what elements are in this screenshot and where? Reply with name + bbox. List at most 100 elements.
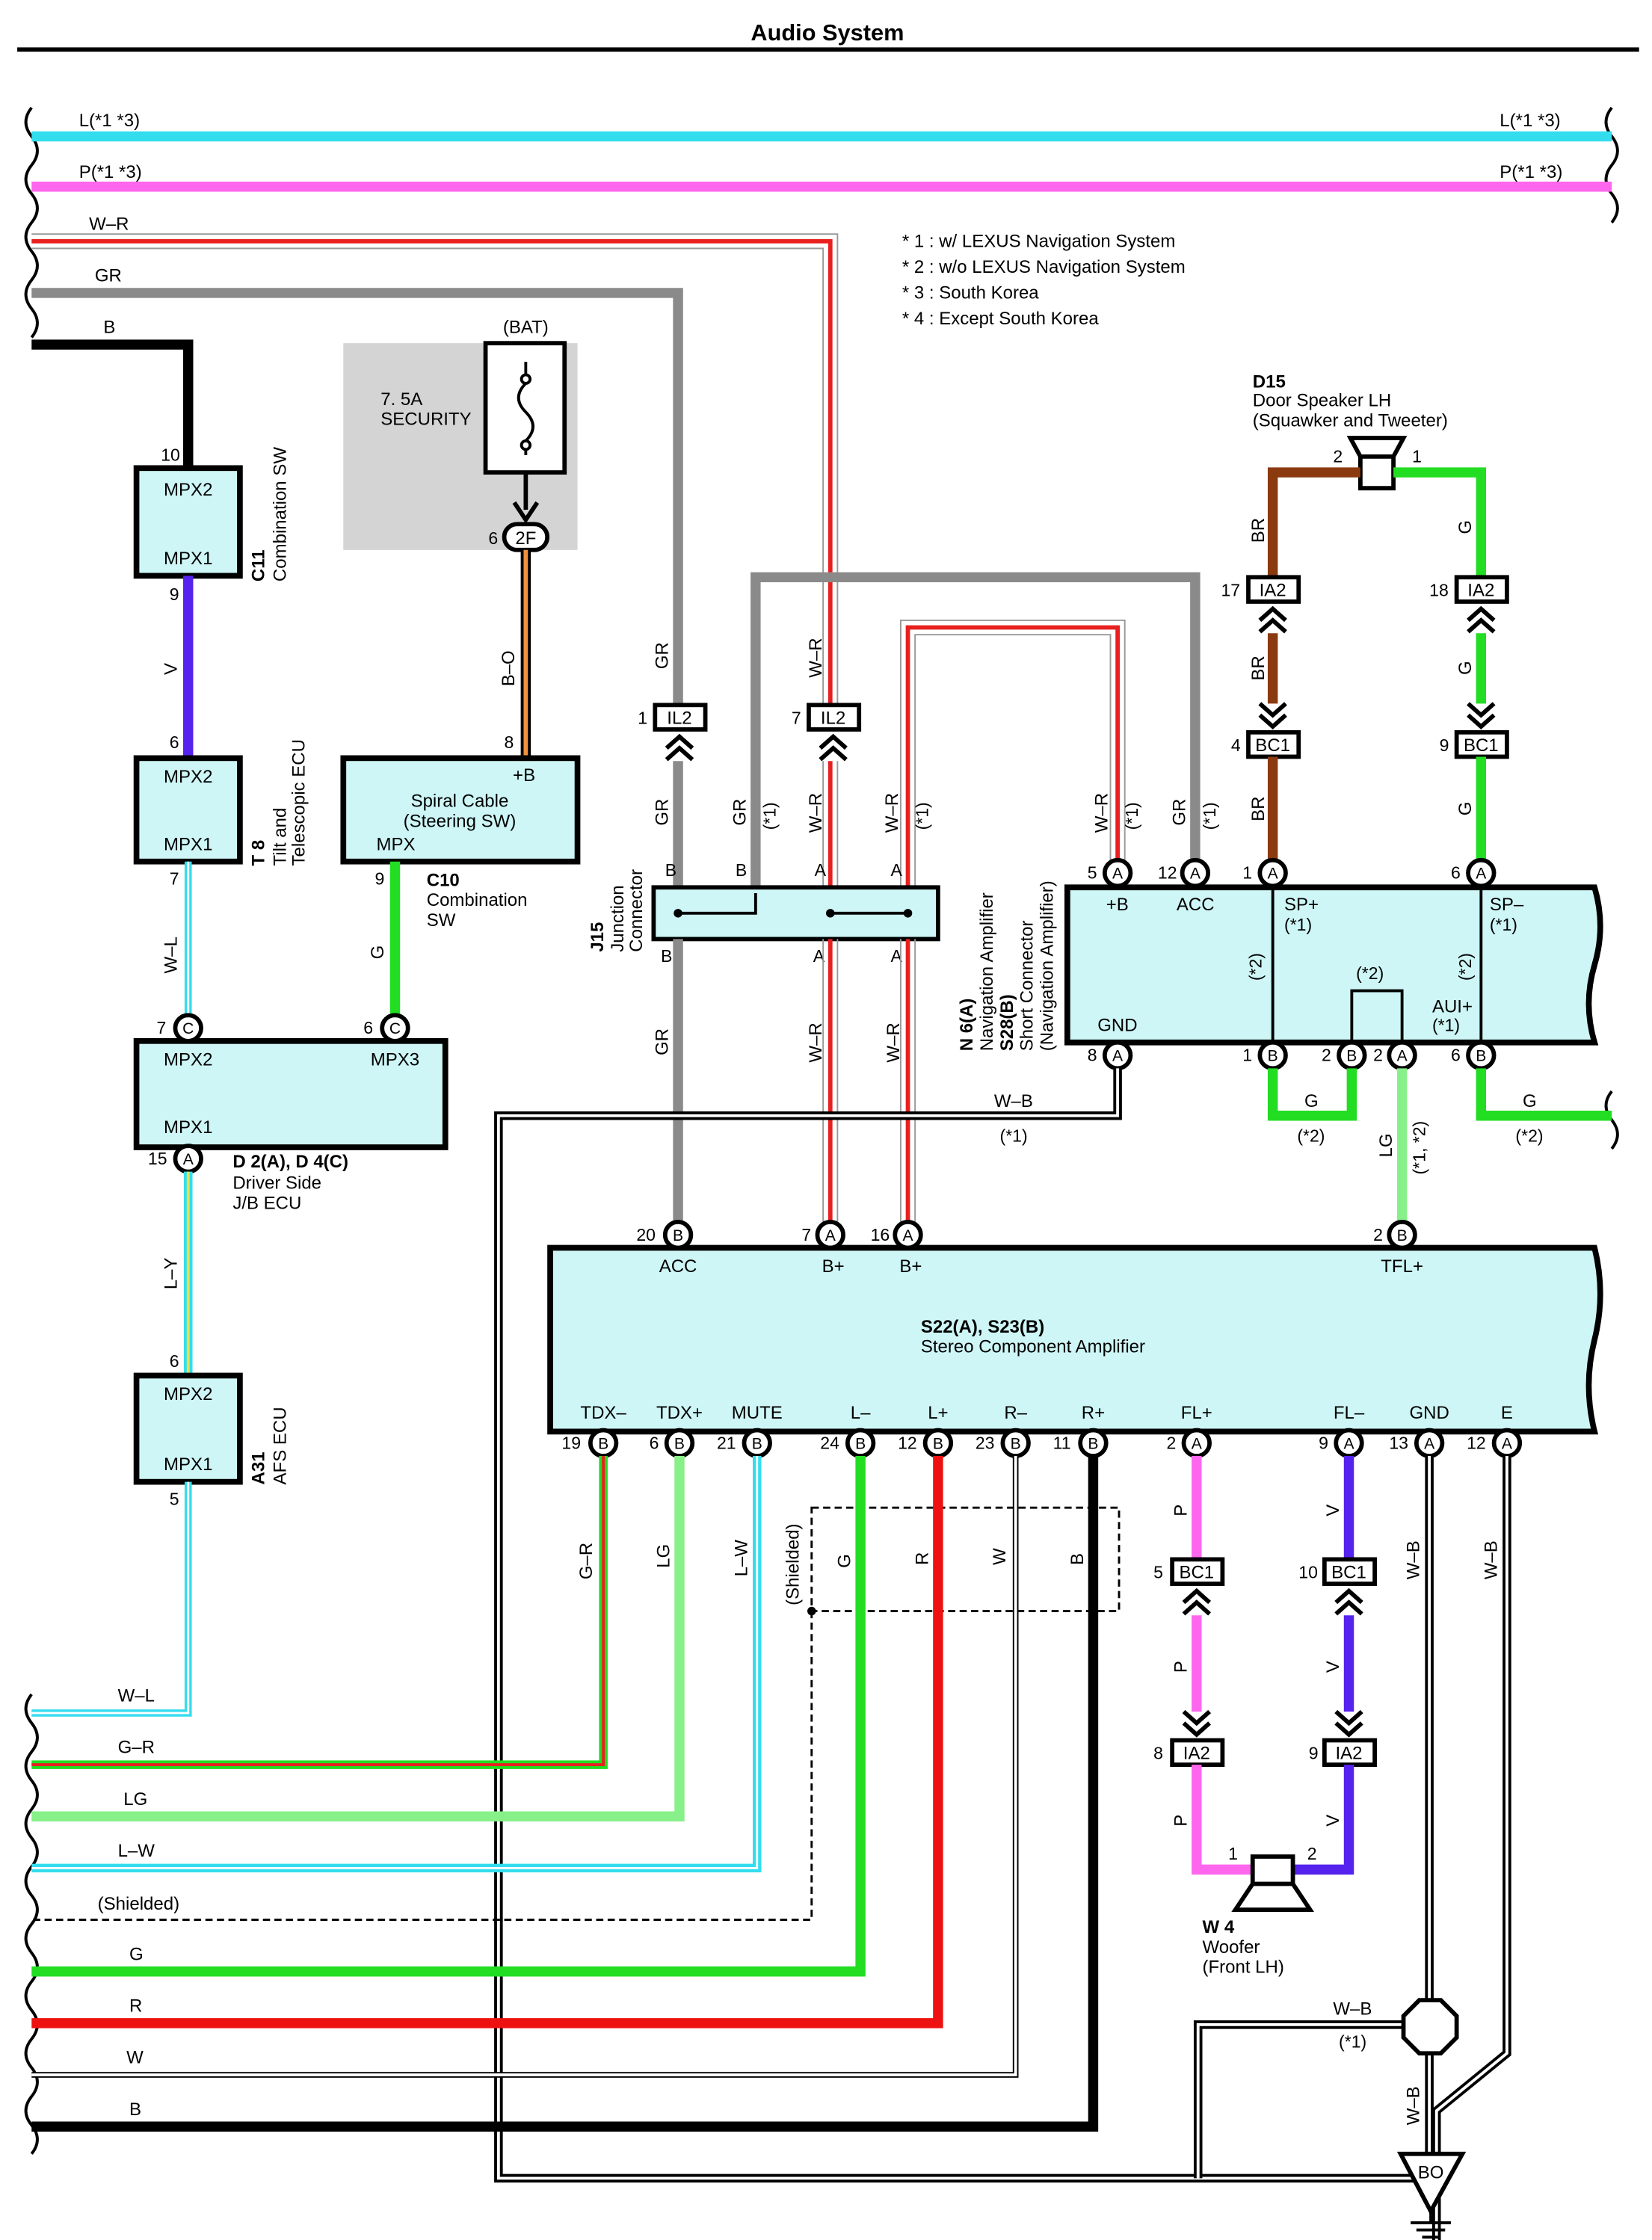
exit-label-R: R bbox=[129, 1996, 142, 2017]
n6-pin-top-1 bbox=[1102, 857, 1133, 889]
s22-top-label-1: ACC bbox=[659, 1256, 697, 1277]
wire-GR-j15b-note: (*1) bbox=[760, 802, 780, 830]
s22-pin-letter-10: A bbox=[1424, 1435, 1435, 1452]
n6-aui-note: (*1) bbox=[1432, 1015, 1460, 1034]
s22-bot-label-2: TDX+ bbox=[656, 1403, 703, 1423]
wire-WB-splice-note: (*1) bbox=[1339, 2032, 1366, 2052]
w4-speaker-icon bbox=[1231, 1854, 1315, 1913]
c10-name1: Combination bbox=[427, 890, 528, 910]
wire-WB-n6-note: (*1) bbox=[1000, 1126, 1028, 1145]
wire-GR-il2-label: GR bbox=[653, 642, 673, 669]
wire-R-s22-label: R bbox=[912, 1552, 932, 1565]
s22-bot-pin-num-9: 9 bbox=[1319, 1433, 1328, 1452]
bc1-top-left-pin: 4 bbox=[1231, 735, 1241, 755]
n6-pin-letter-bot-3: B bbox=[1346, 1048, 1357, 1065]
wire-BO-label: B–O bbox=[499, 650, 519, 686]
right-break-marks bbox=[1604, 106, 1619, 1150]
note-1: * 1 : w/ LEXUS Navigation System bbox=[902, 231, 1176, 251]
d2-name1: Driver Side bbox=[232, 1173, 321, 1194]
j15-pin-bottom-3: A bbox=[890, 946, 902, 966]
c10-box bbox=[340, 755, 581, 865]
bc1-top-right-chevron bbox=[1467, 702, 1496, 729]
c11-mpx2: MPX2 bbox=[164, 480, 212, 500]
wire-P-label-right: P(*1 *3) bbox=[1500, 162, 1562, 182]
wire-WR-label: W–R bbox=[89, 214, 129, 234]
j15-pin-bottom-2: A bbox=[813, 946, 825, 966]
s22-pin-letter-5: B bbox=[933, 1435, 943, 1452]
s22-name: Stereo Component Amplifier bbox=[921, 1337, 1145, 1357]
ia2-bot-right-name: IA2 bbox=[1335, 1743, 1362, 1763]
ia2-top-right-pin: 18 bbox=[1429, 580, 1449, 599]
il2-left bbox=[653, 703, 708, 732]
s22-bot-label-4: L– bbox=[851, 1403, 871, 1423]
il2-right-name: IL2 bbox=[821, 708, 845, 728]
s22-top-pin-num-1: 20 bbox=[636, 1225, 656, 1244]
note-4: * 4 : Except South Korea bbox=[902, 309, 1100, 329]
wire-B-label: B bbox=[103, 318, 115, 338]
s22-pin-letter-11: A bbox=[1502, 1435, 1513, 1452]
t8-pin-top: 6 bbox=[170, 732, 179, 752]
s22-bot-label-1: TDX– bbox=[580, 1403, 626, 1423]
wire-G-loop-label: G bbox=[1304, 1091, 1319, 1111]
s22-pin-tfl bbox=[1387, 1220, 1417, 1250]
t8-name2: Telescopic ECU bbox=[289, 739, 309, 866]
ia2-top-left bbox=[1246, 575, 1301, 604]
wire-BR-speaker bbox=[1267, 467, 1360, 578]
page-title: Audio System bbox=[751, 19, 904, 46]
wire-WR-il2-label: W–R bbox=[806, 638, 826, 677]
wire-G-loop-note: (*2) bbox=[1297, 1126, 1325, 1145]
exit-label-shielded: (Shielded) bbox=[98, 1894, 179, 1914]
n6-pin-letter-top-3: A bbox=[1268, 866, 1279, 883]
wire-L-label-right: L(*1 *3) bbox=[1500, 111, 1560, 131]
w4-pin1: 1 bbox=[1228, 1844, 1238, 1863]
n6-plus-b: +B bbox=[1106, 895, 1129, 915]
t8-code: T 8 bbox=[249, 840, 269, 866]
wire-W-s22-label: W bbox=[990, 1548, 1010, 1565]
wire-WB-n6-label: W–B bbox=[994, 1091, 1033, 1111]
s22-bot-label-10: GND bbox=[1409, 1403, 1449, 1423]
wire-B-top bbox=[31, 339, 194, 469]
wire-GR-exit-stripe bbox=[31, 1456, 605, 1767]
s22-code: S22(A), S23(B) bbox=[921, 1317, 1044, 1337]
s22-bot-label-3: MUTE bbox=[732, 1403, 783, 1423]
ia2-bot-left-pin: 8 bbox=[1153, 1743, 1163, 1762]
wire-LG-s22-label: LG bbox=[654, 1544, 674, 1568]
n6-pin-num-bot-3: 2 bbox=[1322, 1046, 1331, 1065]
n6-sp-minus-note: (*1) bbox=[1490, 915, 1517, 934]
n6-pin-top-4 bbox=[1466, 857, 1497, 889]
wire-WR-j15-label: W–R bbox=[806, 793, 826, 833]
n6-pin-letter-bot-2: B bbox=[1268, 1048, 1278, 1065]
n6-pin-letter-top-4: A bbox=[1476, 866, 1487, 883]
wire-B-exit bbox=[31, 1456, 1099, 2132]
n6-gnd: GND bbox=[1097, 1015, 1137, 1035]
splice-point bbox=[1401, 1998, 1459, 2056]
j15-internal bbox=[678, 892, 908, 915]
ia2-top-left-chevron bbox=[1258, 605, 1287, 634]
w4-pin2: 2 bbox=[1307, 1844, 1317, 1863]
c11-mpx1: MPX1 bbox=[164, 549, 212, 569]
c10-mpx: MPX bbox=[376, 834, 415, 854]
wire-WB-ground-label: W–B bbox=[1404, 2086, 1424, 2125]
il2-right-chevron bbox=[819, 733, 848, 762]
d15-pin1: 1 bbox=[1412, 447, 1422, 466]
fuse-rating: 7. 5A bbox=[380, 389, 422, 410]
a31-name: AFS ECU bbox=[270, 1407, 290, 1484]
s22-bot-pin-num-7: 11 bbox=[1053, 1433, 1071, 1452]
wire-WB-splice-branch bbox=[1193, 2020, 1405, 2179]
il2-left-pin: 1 bbox=[638, 708, 647, 727]
wire-WR-top-outline bbox=[31, 233, 839, 707]
s22-bot-pin-num-5: 12 bbox=[898, 1433, 917, 1452]
d2-pin-mpx2: 7 bbox=[156, 1018, 166, 1037]
c10-pin-top: 8 bbox=[505, 732, 514, 752]
il2-left-chevron bbox=[665, 733, 694, 762]
wire-GR-s22-label: GR bbox=[653, 1028, 673, 1055]
fuse-element bbox=[517, 362, 534, 456]
s22-bot-pin-num-8: 2 bbox=[1166, 1433, 1176, 1452]
bc1-top-left-name: BC1 bbox=[1255, 735, 1290, 756]
n6-pin-num-top-1: 5 bbox=[1088, 863, 1097, 883]
shield-drain bbox=[31, 1611, 813, 1922]
wire-G-n6-right bbox=[1476, 1068, 1612, 1121]
d2-code: D 2(A), D 4(C) bbox=[232, 1152, 348, 1172]
wire-LG-n6-note: (*1, *2) bbox=[1409, 1121, 1428, 1175]
wire-V-label-3: V bbox=[1323, 1815, 1343, 1827]
